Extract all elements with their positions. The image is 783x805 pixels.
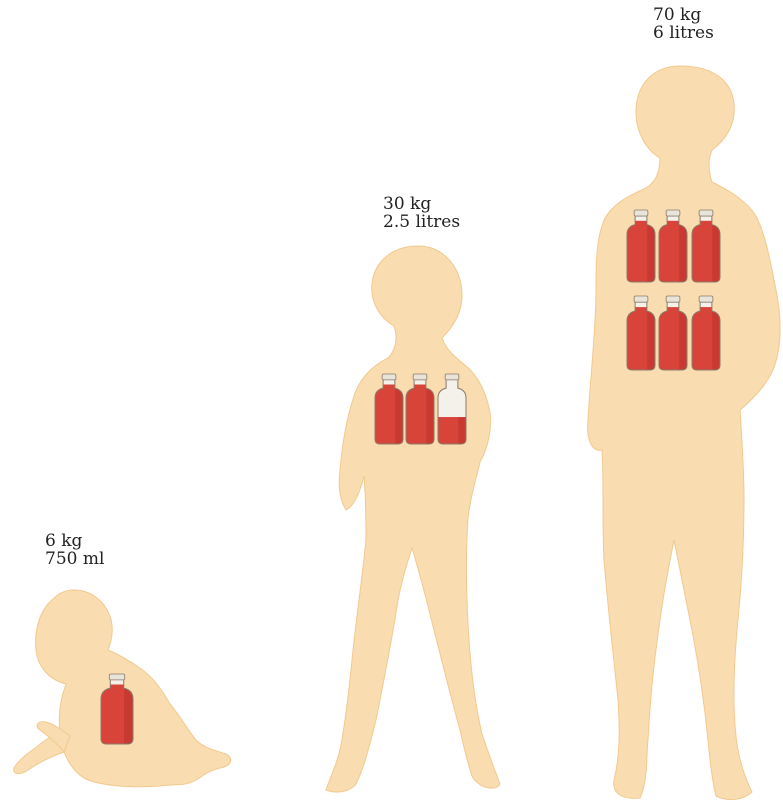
adult-volume: 6 litres bbox=[653, 24, 714, 42]
child-label: 30 kg 2.5 litres bbox=[383, 195, 460, 231]
adult-label: 70 kg 6 litres bbox=[653, 6, 714, 42]
baby-weight: 6 kg bbox=[45, 532, 104, 550]
adult-silhouette bbox=[588, 66, 780, 799]
child-silhouette bbox=[326, 246, 500, 792]
child-volume: 2.5 litres bbox=[383, 213, 460, 231]
adult-weight: 70 kg bbox=[653, 6, 714, 24]
child-weight: 30 kg bbox=[383, 195, 460, 213]
baby-label: 6 kg 750 ml bbox=[45, 532, 104, 568]
baby-volume: 750 ml bbox=[45, 550, 104, 568]
